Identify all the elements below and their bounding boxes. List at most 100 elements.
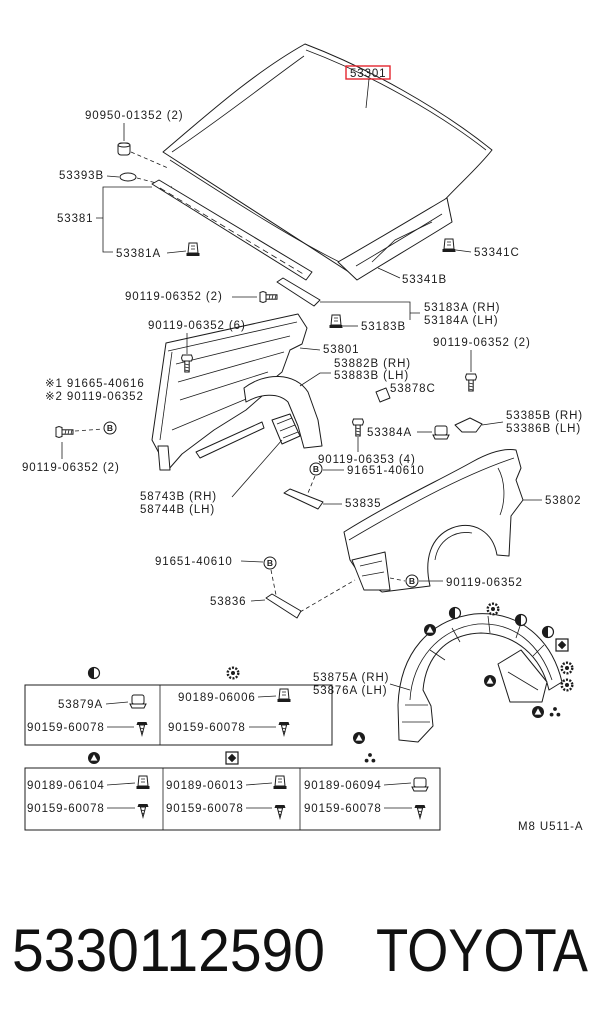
leader-line bbox=[377, 267, 401, 279]
marker-b-label: B bbox=[409, 576, 415, 586]
hood-panel bbox=[162, 43, 493, 281]
push-rivet-icon bbox=[277, 688, 291, 703]
callout-hood-seal-clip: 53381A bbox=[116, 248, 161, 260]
legend-box bbox=[24, 767, 441, 831]
clip-icon bbox=[411, 777, 429, 792]
marker-b: B bbox=[103, 421, 117, 435]
fender-top-bolt bbox=[465, 373, 477, 392]
callout-apron: 53801 bbox=[323, 344, 359, 356]
seal-clip-part bbox=[375, 387, 391, 403]
callout-mudguard-rh: 58743B (RH) bbox=[140, 491, 217, 503]
leader-line bbox=[240, 560, 264, 563]
leader-line bbox=[106, 782, 136, 786]
hood-seal-clip bbox=[186, 242, 200, 257]
callout-lower-brace-nut: 91651-40610 bbox=[155, 556, 233, 568]
leader-line bbox=[389, 683, 411, 691]
hood-bumper bbox=[117, 142, 131, 156]
leader-line bbox=[231, 439, 283, 498]
callout-support-clip: 53183B bbox=[361, 321, 406, 333]
push-rivet-icon bbox=[136, 775, 150, 790]
callout-apron-seal-lh: 53883B (LH) bbox=[334, 370, 409, 382]
legend-item: 90189-06094 bbox=[304, 780, 382, 792]
legend-item: 90189-06006 bbox=[178, 692, 256, 704]
half-circle-clip-icon bbox=[541, 625, 555, 639]
legend-item: 90159-60078 bbox=[166, 803, 244, 815]
legend-item: 90159-60078 bbox=[27, 722, 105, 734]
leader-line bbox=[299, 347, 321, 351]
leader-line bbox=[105, 701, 129, 705]
screw-icon bbox=[137, 803, 149, 818]
callout-hood-cushion-c: 53341C bbox=[474, 247, 520, 259]
callout-fender-bolt-4: 90119-06353 (4) bbox=[318, 454, 416, 466]
front-fender-panel bbox=[343, 449, 524, 593]
legend-item: 90159-60078 bbox=[168, 722, 246, 734]
square-clip-icon bbox=[555, 638, 569, 652]
callout-brace-upper: 53835 bbox=[345, 498, 381, 510]
legend-item: 53879A bbox=[58, 699, 103, 711]
marker-b: B bbox=[309, 462, 323, 476]
callout-hood-bumper: 90950-01352 (2) bbox=[85, 110, 184, 122]
fender-lower-bracket bbox=[351, 551, 391, 591]
hood-inner-rib bbox=[355, 213, 443, 267]
leader-line bbox=[130, 151, 169, 169]
callout-support-rh: 53183A (RH) bbox=[424, 302, 500, 314]
footer-brand: TOYOTA bbox=[376, 917, 588, 984]
fender-bolt-set bbox=[352, 418, 364, 437]
footer-part-number: 5330112590 bbox=[12, 917, 325, 984]
callout-fender-bracket-lh: 53386B (LH) bbox=[506, 423, 581, 435]
leader-line bbox=[250, 599, 266, 602]
callout-apron-bolt: 90119-06352 (6) bbox=[148, 320, 246, 332]
leader-line bbox=[106, 175, 120, 178]
leader-line bbox=[257, 695, 277, 698]
leader-line bbox=[481, 421, 504, 426]
inner-wheel-housing bbox=[243, 375, 323, 449]
leader-line bbox=[245, 782, 273, 786]
gear-circle-clip-icon bbox=[560, 661, 574, 675]
triangle-clip-icon bbox=[424, 624, 436, 636]
callout-support-bolt: 90119-06352 (2) bbox=[125, 291, 223, 303]
leader-line bbox=[299, 579, 356, 613]
note-1: ※1 91665-40616 bbox=[45, 378, 145, 390]
callout-fender: 53802 bbox=[545, 495, 581, 507]
leader-line bbox=[365, 78, 370, 109]
legend-square-icon bbox=[225, 751, 239, 765]
leader-line bbox=[299, 372, 331, 387]
hood-highlight-box bbox=[345, 65, 391, 80]
callout-liner-rh: 53875A (RH) bbox=[313, 672, 389, 684]
triangle-clip-icon bbox=[484, 675, 496, 687]
hood-rear-crease bbox=[171, 55, 305, 153]
leader-line bbox=[166, 250, 187, 254]
hood-support-bracket bbox=[276, 277, 321, 307]
callout-seal-clip: 53878C bbox=[390, 383, 436, 395]
hood-cushion-c bbox=[442, 238, 456, 253]
half-circle-clip-icon bbox=[514, 613, 528, 627]
callout-brace-nut: 91651-40610 bbox=[347, 465, 425, 477]
legend-item: 90189-06013 bbox=[166, 780, 244, 792]
callout-hood-cushion: 53393B bbox=[59, 170, 104, 182]
leader-bracket bbox=[96, 186, 152, 253]
screw-icon bbox=[136, 721, 148, 736]
support-bolt bbox=[259, 291, 278, 303]
leader-bracket bbox=[320, 301, 420, 320]
fender-apron-panel bbox=[151, 313, 308, 471]
hood-side-crease bbox=[169, 159, 351, 268]
legend-item: 90159-60078 bbox=[304, 803, 382, 815]
marker-b-label: B bbox=[313, 464, 319, 474]
callout-fender-bracket-rh: 53385B (RH) bbox=[506, 410, 583, 422]
callout-hood-seal: 53381 bbox=[57, 213, 93, 225]
apron-side-bolt bbox=[55, 426, 74, 438]
figure-code: M8 U511-A bbox=[518, 821, 583, 833]
screw-icon bbox=[414, 804, 426, 819]
hood-top-crease bbox=[305, 49, 487, 151]
marker-b: B bbox=[405, 574, 419, 588]
callout-apron-seal-rh: 53882B (RH) bbox=[334, 358, 411, 370]
lower-brace bbox=[265, 593, 302, 619]
hood-cushion bbox=[119, 172, 137, 182]
triangle-clip-icon bbox=[353, 732, 365, 744]
legend-item: 90189-06104 bbox=[27, 780, 105, 792]
callout-apron-side-bolt: 90119-06352 (2) bbox=[22, 462, 120, 474]
clip-icon bbox=[129, 694, 147, 709]
apron-lower-flap bbox=[195, 421, 265, 459]
fender-liner bbox=[397, 613, 563, 743]
